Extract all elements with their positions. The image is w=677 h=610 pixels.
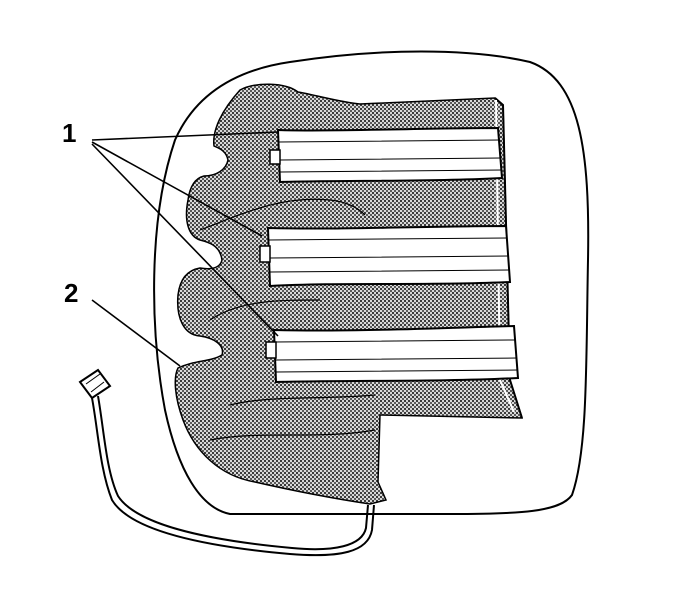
connector-plug-icon [78, 368, 112, 400]
heater-strip-2 [259, 224, 512, 288]
heater-strip-1 [269, 126, 504, 184]
callout-2-label: 2 [64, 278, 78, 308]
wire-harness [91, 395, 375, 557]
callout-1: 1 [62, 118, 279, 337]
mat-edge-inner [495, 99, 515, 413]
callout-2: 2 [64, 278, 181, 367]
callout-1-label: 1 [62, 118, 76, 148]
heater-strip-3 [265, 324, 520, 384]
heater-mat [174, 83, 524, 505]
seat-cushion-outline [153, 50, 590, 515]
